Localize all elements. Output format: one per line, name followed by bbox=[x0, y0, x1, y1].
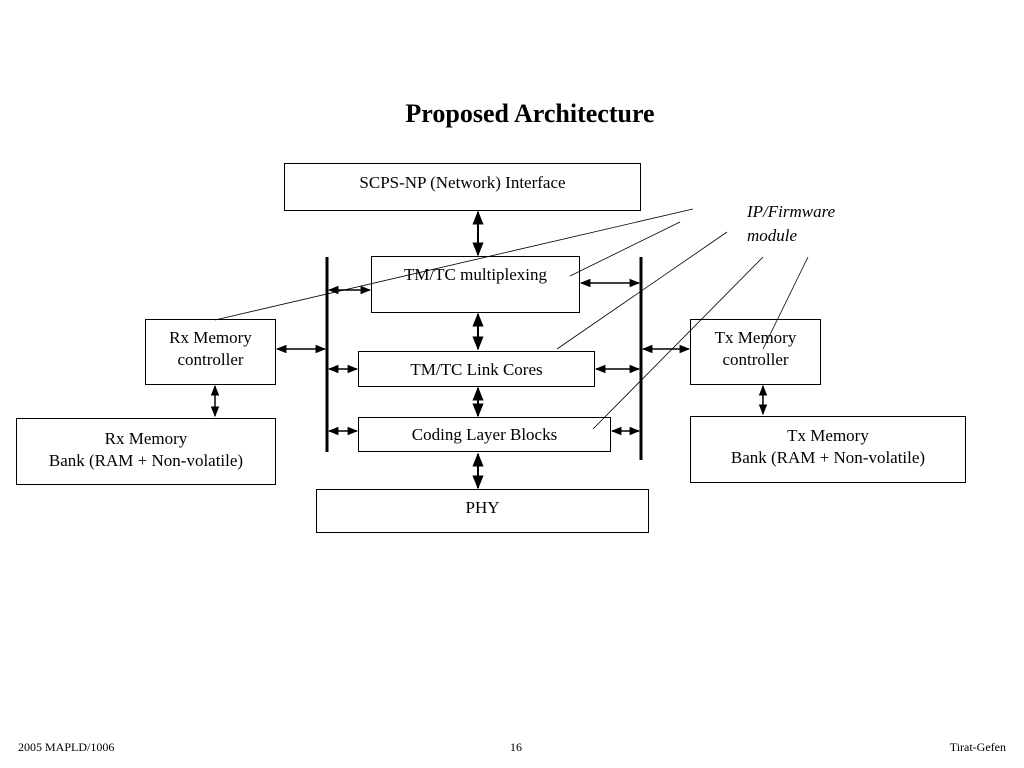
rx-memory-controller-line2: controller bbox=[177, 350, 244, 369]
rx-memory-bank-line1: Rx Memory bbox=[104, 429, 188, 448]
footer-page-number: 16 bbox=[510, 740, 522, 754]
phy-block: PHY bbox=[316, 489, 649, 533]
scps-np-interface-label: SCPS-NP (Network) Interface bbox=[359, 173, 566, 192]
callout-line2: module bbox=[747, 226, 798, 245]
callout-line-linkcores bbox=[556, 231, 728, 350]
tmtc-link-cores-label: TM/TC Link Cores bbox=[410, 360, 543, 379]
callout-line-rxctrl bbox=[214, 208, 694, 321]
callout-line1: IP/Firmware bbox=[747, 202, 836, 221]
tmtc-multiplexing-label: TM/TC multiplexing bbox=[403, 265, 548, 284]
tx-memory-controller-line1: Tx Memory bbox=[714, 328, 797, 347]
slide-title: Proposed Architecture bbox=[405, 99, 655, 128]
tmtc-link-cores-block: TM/TC Link Cores bbox=[358, 351, 595, 387]
tmtc-multiplexing-block: TM/TC multiplexing bbox=[371, 256, 580, 313]
tx-memory-bank-line2: Bank (RAM + Non-volatile) bbox=[730, 448, 926, 467]
coding-layer-blocks-block: Coding Layer Blocks bbox=[358, 417, 611, 452]
tx-memory-bank-line1: Tx Memory bbox=[787, 426, 869, 445]
rx-memory-controller-block: Rx Memory controller bbox=[145, 319, 276, 385]
rx-memory-bank-line2: Bank (RAM + Non-volatile) bbox=[48, 451, 244, 470]
callout-line-coding bbox=[592, 256, 764, 430]
phy-label: PHY bbox=[465, 498, 500, 517]
footer-right: Tirat-Gefen bbox=[949, 740, 1006, 754]
rx-memory-bank-block: Rx Memory Bank (RAM + Non-volatile) bbox=[16, 418, 276, 485]
footer-left: 2005 MAPLD/1006 bbox=[18, 740, 115, 754]
scps-np-interface-block: SCPS-NP (Network) Interface bbox=[284, 163, 641, 211]
rx-memory-controller-line1: Rx Memory bbox=[169, 328, 252, 347]
tx-memory-controller-line2: controller bbox=[722, 350, 789, 369]
tx-memory-bank-block: Tx Memory Bank (RAM + Non-volatile) bbox=[690, 416, 966, 483]
callout-line-txctrl bbox=[762, 256, 809, 350]
ip-firmware-callout: IP/Firmware module bbox=[747, 200, 877, 248]
coding-layer-blocks-label: Coding Layer Blocks bbox=[411, 425, 558, 444]
tx-memory-controller-block: Tx Memory controller bbox=[690, 319, 821, 385]
callout-line-mux bbox=[569, 221, 681, 277]
